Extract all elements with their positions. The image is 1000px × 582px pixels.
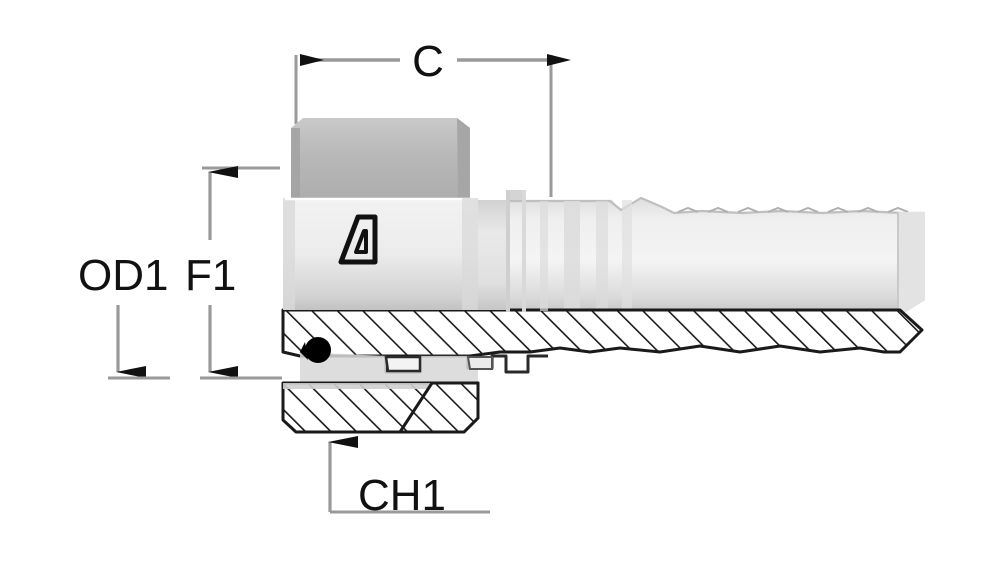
dimension-ch1: CH1 [328, 436, 490, 520]
nut-left-shade [283, 198, 295, 310]
dimension-label-od1: OD1 [78, 251, 168, 300]
nut-top-band [291, 118, 470, 198]
dimension-f1: F1 [185, 166, 282, 380]
barb-serrations [677, 206, 909, 213]
logo-inner-triangle [354, 229, 368, 254]
logo-outer-triangle [338, 214, 378, 265]
collar-base [478, 200, 506, 310]
section-hatch-stem [281, 308, 924, 358]
stem-wall-section [281, 308, 924, 358]
nut-section-right [398, 381, 480, 434]
ferrule-collar [478, 190, 548, 312]
internal-seat-profile [299, 350, 548, 383]
nut-right-shade [462, 198, 478, 310]
collar-raised-step [506, 190, 524, 200]
hex-nut [283, 118, 478, 310]
o-ring-tail [300, 342, 308, 360]
dimension-label-f1: F1 [185, 251, 236, 300]
nut-top-right-shade [457, 118, 470, 198]
o-ring-seal [300, 337, 331, 363]
barb-band-3 [622, 200, 632, 312]
nut-top-left-shade [291, 128, 300, 198]
collar-edge-shade [506, 190, 510, 312]
seat-groove [384, 355, 422, 373]
hose-barb [506, 196, 925, 313]
nut-face [283, 198, 478, 310]
dimension-od1: OD1 [78, 251, 170, 380]
collar-band [540, 201, 548, 311]
o-ring-circle [305, 337, 331, 363]
barb-band-2 [596, 201, 608, 313]
dimension-label-ch1: CH1 [358, 471, 446, 520]
collar-edge-shade-2 [522, 190, 526, 312]
barb-end-face [898, 212, 925, 312]
collar-groove [466, 356, 493, 370]
barb-body [506, 198, 925, 312]
seat-shade [300, 352, 478, 383]
nut-lower-section [281, 381, 480, 434]
barb-band-1 [564, 201, 580, 313]
dimension-c: C [294, 37, 571, 197]
brand-logo-icon [338, 214, 378, 265]
dimension-label-c: C [412, 37, 444, 86]
